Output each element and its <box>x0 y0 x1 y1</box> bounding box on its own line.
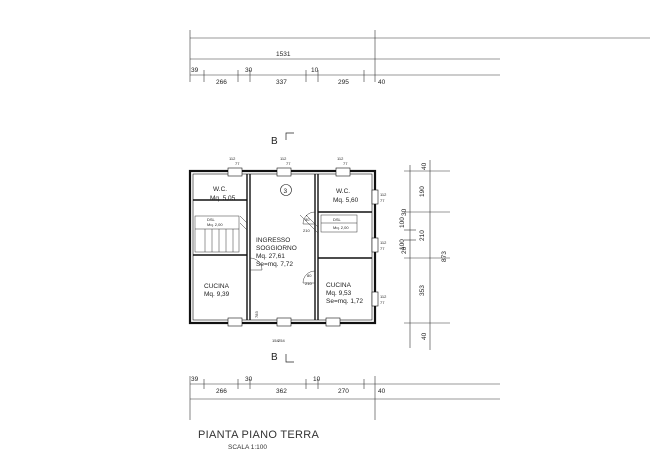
svg-text:B: B <box>271 136 278 147</box>
bottom-dim-3: 30 <box>245 376 253 383</box>
right-dim-5: 40 <box>421 332 428 340</box>
room-cucina-left-name: CUCINA <box>204 283 230 290</box>
window-label-top-2b: 77 <box>286 161 291 166</box>
right-inner-dim-3: 20 <box>401 246 408 254</box>
top-dim-6: 295 <box>338 79 349 86</box>
stair-code-right: DSL <box>333 217 342 222</box>
window-label-right-2a: 112 <box>380 240 387 245</box>
top-dim-3: 30 <box>245 67 253 74</box>
window-label-right-3a: 112 <box>380 294 387 299</box>
bottom-dim-6: 270 <box>338 388 349 395</box>
right-dim-4: 353 <box>419 285 426 296</box>
right-dimension-chain <box>404 160 450 350</box>
right-overall-dim: 873 <box>441 251 448 262</box>
top-dim-4: 337 <box>276 79 287 86</box>
top-dim-7: 40 <box>378 79 386 86</box>
window-label-top-2a: 112 <box>280 156 287 161</box>
right-dim-2: 190 <box>419 186 426 197</box>
bottom-dim-2: 266 <box>216 388 227 395</box>
stair-area-left: Mq. 2,00 <box>207 222 223 227</box>
window-label-bottom-b: 254 <box>278 338 285 343</box>
window-label-top-1a: 112 <box>229 156 236 161</box>
internal-walls <box>193 174 372 320</box>
stair-code-left: DSL <box>207 217 216 222</box>
window-label-top-3a: 112 <box>337 156 344 161</box>
bottom-dim-5: 10 <box>313 376 321 383</box>
top-dim-1: 39 <box>191 67 199 74</box>
room-cucina-right-name: CUCINA <box>326 282 352 289</box>
top-dim-2: 266 <box>216 79 227 86</box>
window-label-top-1b: 77 <box>235 161 240 166</box>
room-soggiorno-area: Mq. 27,61 <box>256 253 285 260</box>
window-label-right-2b: 77 <box>380 246 385 251</box>
room-wc-left-name: W.C. <box>213 186 227 193</box>
door-label-2-bot: 210 <box>305 281 312 286</box>
top-dimension-chain <box>189 30 650 82</box>
top-dim-5: 10 <box>311 67 319 74</box>
window-label-right-3b: 77 <box>380 300 385 305</box>
stair-right <box>299 214 358 234</box>
door-label-1-top: 80 <box>305 217 310 222</box>
plan-scale: SCALA 1:100 <box>228 444 268 451</box>
entrance-marker: 3 <box>280 184 292 196</box>
right-inner-dim-1: 30 <box>401 208 408 216</box>
bottom-dim-7: 40 <box>378 388 386 395</box>
right-inner-dim-4: 100 <box>399 239 406 250</box>
room-cucina-right-se: Se=mq. 1,72 <box>326 298 363 305</box>
svg-text:B: B <box>271 352 278 363</box>
door-label-1-bot: 210 <box>303 228 310 233</box>
window-label-right-1a: 112 <box>380 192 387 197</box>
plan-title: PIANTA PIANO TERRA <box>198 429 320 441</box>
section-marker-top: B <box>271 132 294 147</box>
room-cucina-left-area: Mq. 9,39 <box>204 291 230 298</box>
top-overall-dim: 1531 <box>276 51 291 58</box>
room-soggiorno-name1: INGRESSO <box>256 237 290 244</box>
bottom-dim-1: 39 <box>191 376 199 383</box>
wall-label: 783 <box>254 311 259 318</box>
right-dim-1: 40 <box>421 162 428 170</box>
window-label-right-1b: 77 <box>380 198 385 203</box>
stair-area-right: Mq. 2,00 <box>333 225 349 230</box>
room-wc-right-name: W.C. <box>336 188 350 195</box>
section-marker-bottom: B <box>271 352 294 363</box>
room-wc-right-area: Mq. 5,60 <box>333 197 359 204</box>
room-wc-left-area: Mq. 5,05 <box>210 195 236 202</box>
svg-text:3: 3 <box>284 188 288 195</box>
room-soggiorno-name2: SOGGIORNO <box>256 245 297 252</box>
bottom-dimension-chain <box>189 376 500 420</box>
doors <box>249 211 316 284</box>
right-inner-dim-2: 100 <box>399 217 406 228</box>
room-soggiorno-se: Se=mq. 7,72 <box>256 261 293 268</box>
window-label-bottom-a: 154 <box>272 338 279 343</box>
right-dim-3: 210 <box>419 230 426 241</box>
window-label-top-3b: 77 <box>343 161 348 166</box>
windows <box>227 167 379 327</box>
stair-left <box>194 215 248 253</box>
room-cucina-right-area: Mq. 9,53 <box>326 290 352 297</box>
bottom-dim-4: 362 <box>276 388 287 395</box>
door-label-2-top: 80 <box>307 273 312 278</box>
